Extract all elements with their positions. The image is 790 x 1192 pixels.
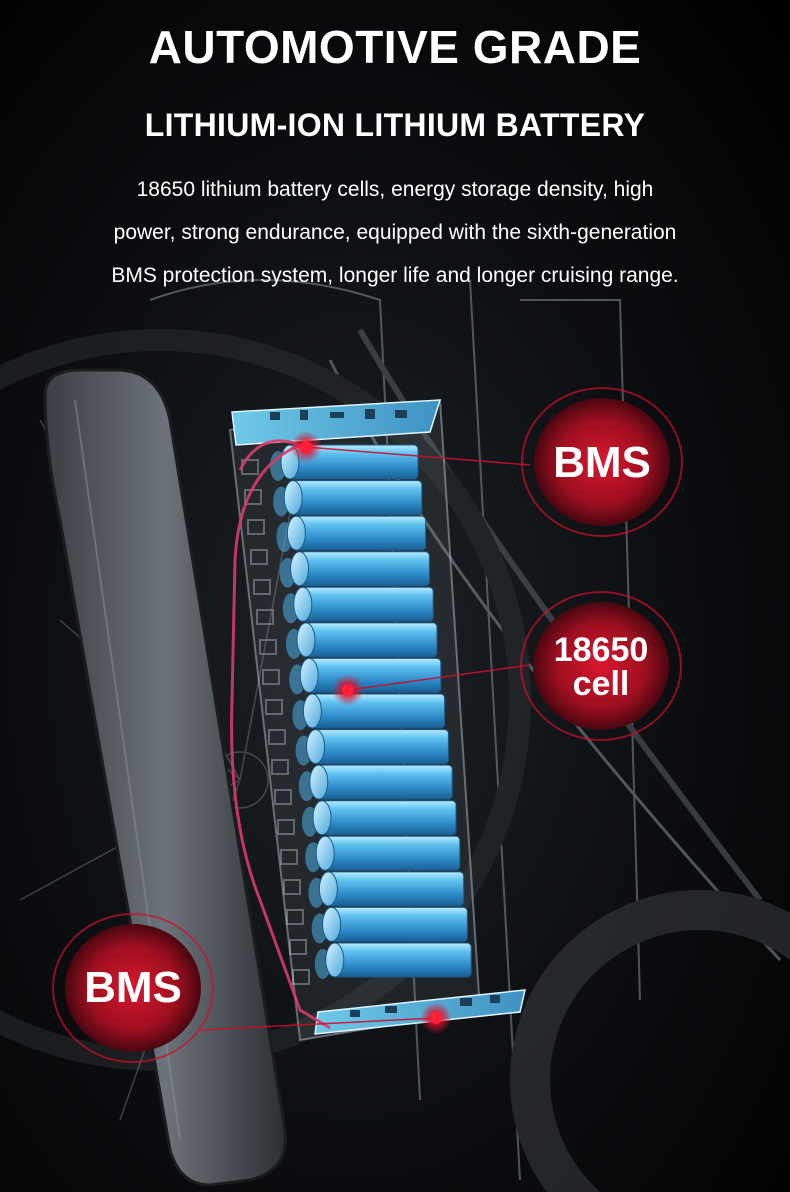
battery-cell [314, 942, 472, 979]
battery-cell [273, 480, 423, 517]
battery-cell [311, 906, 468, 944]
bms-top-badge: BMS [527, 393, 677, 533]
description: 18650 lithium battery cells, energy stor… [60, 168, 730, 297]
cell-label-line2: cell [572, 665, 630, 703]
bottom-bms-board [314, 989, 526, 1035]
battery-cell-stack [270, 444, 472, 979]
battery-cell [295, 729, 449, 766]
battery-cell [292, 693, 446, 730]
callout-circles [52, 387, 683, 1063]
bms-top-label: BMS [553, 438, 651, 487]
battery-cell [276, 515, 427, 553]
description-line: 18650 lithium battery cells, energy stor… [136, 178, 654, 201]
battery-cell [279, 551, 430, 588]
battery-cell [289, 657, 442, 695]
battery-cell [286, 622, 438, 659]
cell-badge: 18650 cell [527, 597, 675, 737]
marker-dots [290, 431, 452, 1034]
battery-cell [305, 835, 461, 873]
description-line: power, strong endurance, equipped with t… [113, 221, 677, 244]
chain-column [241, 459, 310, 985]
battery-cell [308, 871, 465, 908]
top-bms-board [231, 399, 442, 446]
page-subtitle: LITHIUM-ION LITHIUM BATTERY [144, 107, 646, 143]
cell-label-line1: 18650 [553, 631, 649, 669]
battery-cell [298, 764, 453, 802]
battery-cell [282, 586, 434, 624]
bms-bottom-label: BMS [84, 963, 182, 1012]
battery-cell [302, 800, 457, 837]
page-title: AUTOMOTIVE GRADE [148, 21, 642, 73]
frame-tube [43, 368, 288, 1187]
description-line: BMS protection system, longer life and l… [111, 264, 679, 287]
bms-bottom-badge: BMS [58, 918, 208, 1058]
leader-lines [199, 446, 531, 1031]
